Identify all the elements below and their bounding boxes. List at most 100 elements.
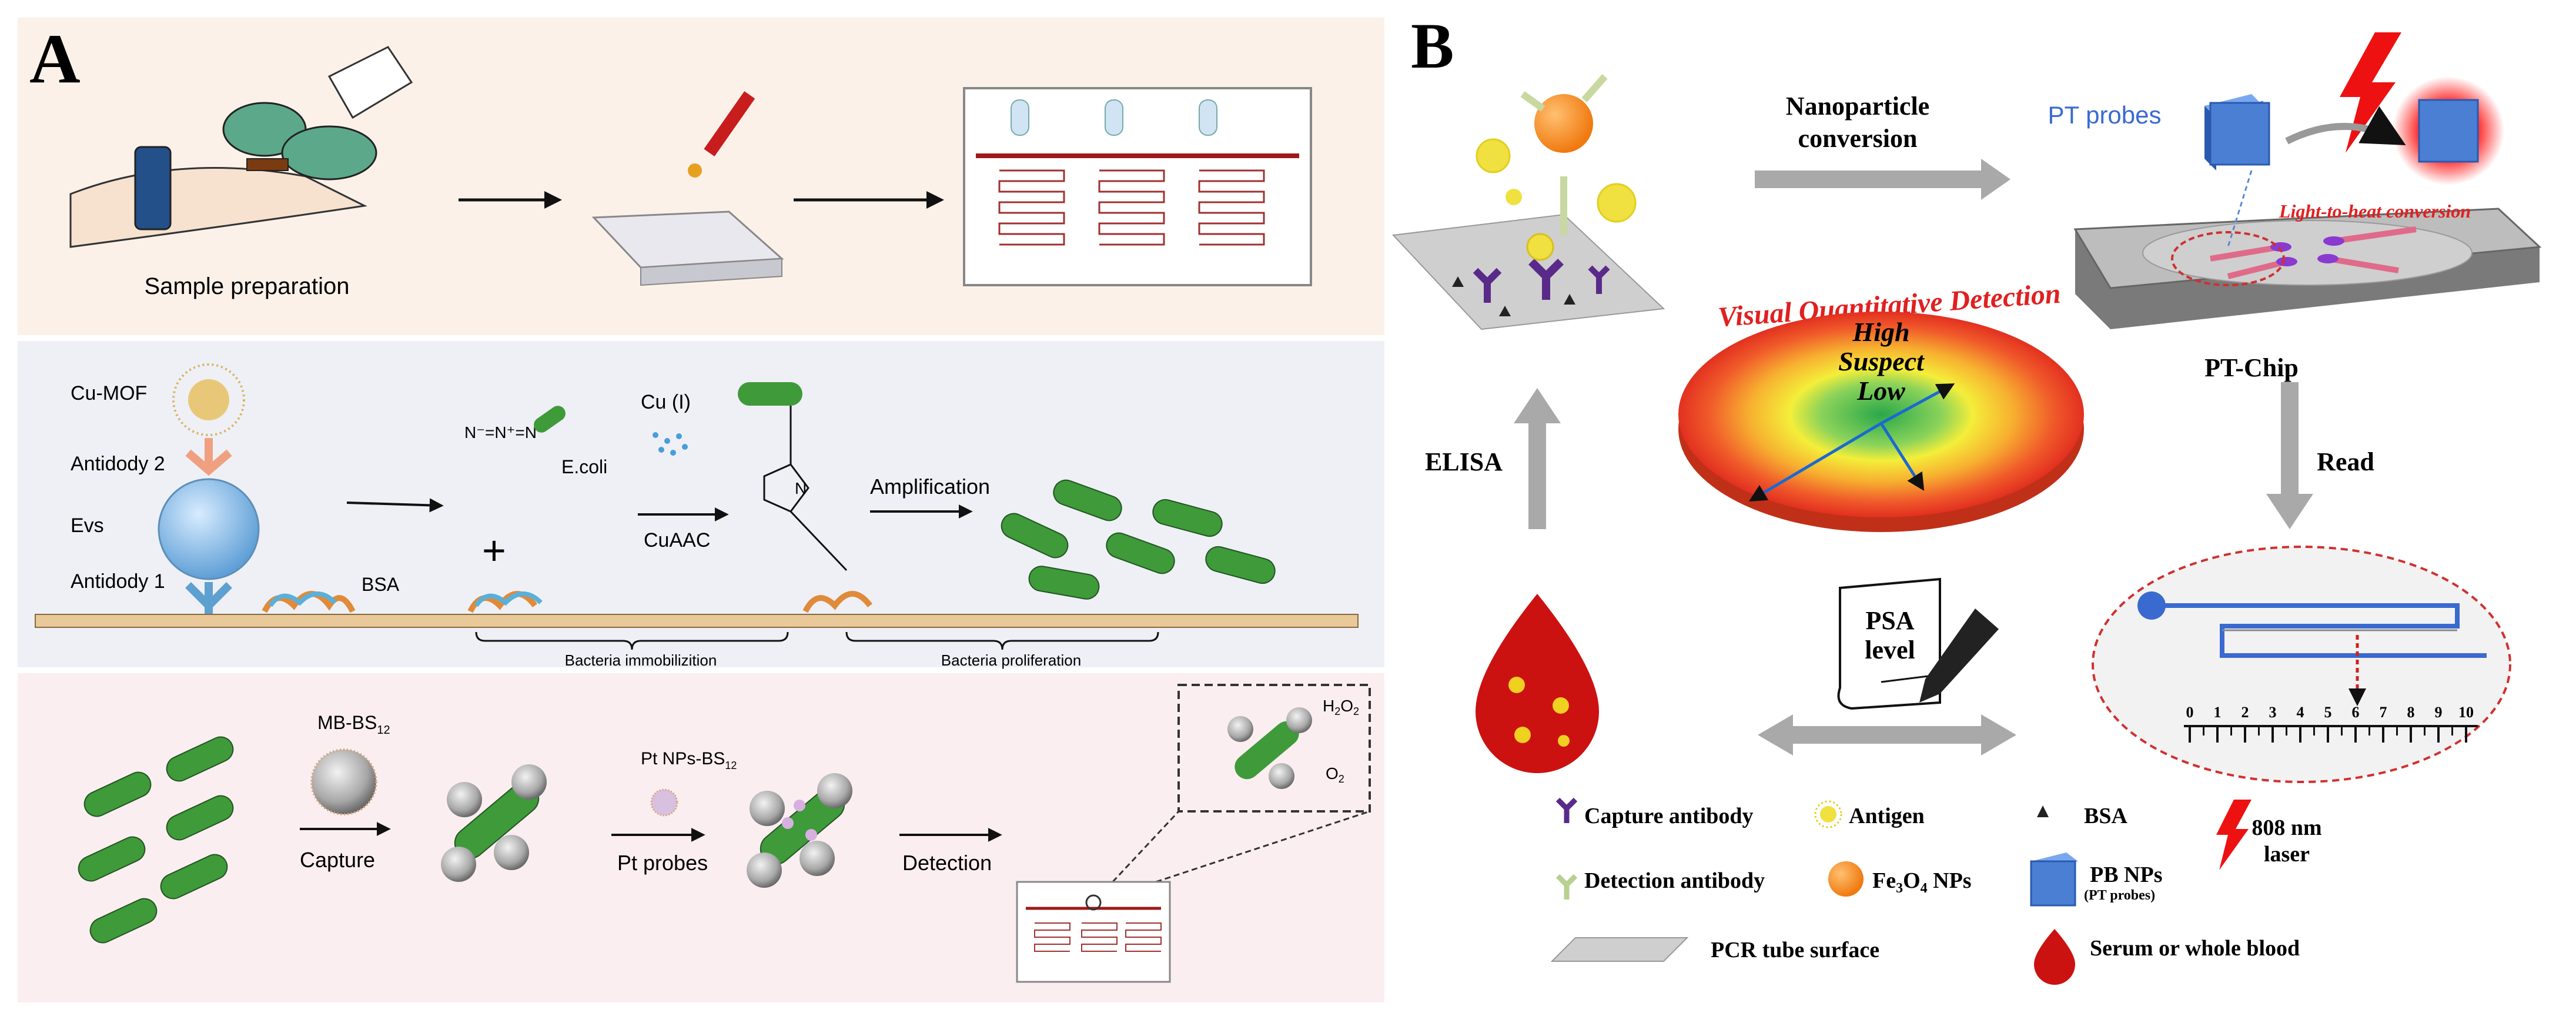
cu-i-label: Cu (I): [641, 391, 691, 413]
light-to-heat-label: Light-to-heat conversion: [2279, 200, 2471, 222]
read-label: Read: [2317, 447, 2374, 476]
pcr-surface-icon: [1550, 937, 1689, 962]
psa-scroll: [1837, 577, 1999, 710]
h2o2-label: H2O2: [1323, 697, 1359, 717]
bsa-protein: [262, 591, 356, 613]
serum-drop-icon: [2034, 929, 2075, 985]
magnetic-bead: [310, 748, 377, 815]
arrow-nanoparticle-conversion: [1755, 159, 2010, 200]
heated-cube: [2418, 99, 2479, 163]
target-pointer-arrows: [1748, 383, 1955, 502]
ruler-tick-label: 10: [2458, 704, 2474, 721]
bracket-proliferation: [845, 631, 1159, 650]
legend: Capture antibody Antigen BSA 808 nm lase…: [1550, 797, 2322, 985]
bsa-label: BSA: [362, 574, 400, 595]
cu-mof-evs-sandwich: [158, 363, 260, 614]
antigen-icon: [1814, 800, 1842, 828]
legend-pb-nps: PB NPs: [2090, 862, 2163, 887]
evs-label: Evs: [71, 514, 104, 537]
pt-probe-dashed-link: [2227, 170, 2253, 248]
pb-nps-cube-icon: [2030, 852, 2078, 907]
conversion-arc-arrow: [2285, 106, 2406, 145]
mb-bs12-label: MB-BS12: [317, 712, 390, 737]
ruler-readout-callout: [2092, 546, 2511, 783]
ecoli-bacterium: [534, 406, 566, 433]
arrow-bidirectional: [1758, 714, 2016, 755]
legend-laser-line2: laser: [2264, 842, 2310, 867]
detection-target: [1678, 312, 2084, 517]
readout-chip: [963, 87, 1312, 286]
fe3o4-icon: [1828, 861, 1864, 897]
bsa-alkyne: [467, 591, 543, 613]
pt-chip-wells: [2270, 236, 2344, 266]
amplification-label: Amplification: [870, 474, 990, 499]
ruler-tick-label: 7: [2380, 704, 2387, 721]
antibody1-label: Antidody 1: [71, 570, 165, 593]
panel-b: B Nanoparticle conversion ELISA Read: [1391, 10, 2542, 985]
bacteria-immobilization-label: Bacteria immobilizition: [565, 651, 717, 669]
captured-bacterium: [441, 764, 547, 882]
legend-pcr-surface: PCR tube surface: [1711, 938, 1879, 962]
detection-label: Detection: [902, 851, 992, 875]
azide-label: N⁻=N⁺=N: [464, 423, 537, 442]
laser-icon: [2216, 800, 2252, 870]
nanoparticle-conversion-line2: conversion: [1798, 124, 1918, 153]
substrate-surface: [35, 614, 1359, 628]
detection-antibody-icon: [1555, 874, 1578, 900]
sample-collection-illustration: [69, 46, 413, 248]
pt-nanoparticle: [650, 788, 678, 817]
high-label: High: [1852, 317, 1909, 347]
ruler-tick-label: 1: [2214, 704, 2222, 721]
blood-drop: [1476, 594, 1599, 773]
ruler-tick-label: 5: [2324, 704, 2332, 721]
capture-label: Capture: [300, 848, 375, 872]
ruler-tick-label: 6: [2352, 704, 2360, 721]
laser-bolt: [2340, 32, 2401, 153]
legend-laser-line1: 808 nm: [2252, 815, 2321, 840]
legend-serum: Serum or whole blood: [2090, 936, 2300, 961]
pt-probe-cube-front: [2209, 102, 2270, 166]
pt-nps-bs12-label: Pt NPs-BS12: [641, 749, 737, 771]
sample-preparation-caption: Sample preparation: [144, 273, 349, 299]
legend-fe3o4: Fe3O4 NPs: [1872, 868, 1972, 896]
elisa-sandwich: [1452, 74, 1637, 316]
plus-sign: +: [482, 527, 506, 573]
capture-antibody-icon: [1555, 797, 1578, 823]
probe-labelled-bacterium: [747, 773, 852, 888]
triazole-structure: N: [738, 382, 872, 613]
legend-antigen: Antigen: [1849, 804, 1925, 828]
ruler-tick-label: 3: [2269, 704, 2277, 721]
legend-pb-sub: (PT probes): [2084, 888, 2155, 903]
panel-a: A Sample preparation: [18, 18, 1384, 1002]
psa-line1: PSA: [1865, 606, 1914, 635]
ecoli-label: E.coli: [561, 456, 607, 477]
cuaac-label: CuAAC: [644, 529, 710, 551]
cu-ions-dots: [653, 432, 688, 456]
panel-b-label: B: [1411, 10, 1454, 82]
legend-detection-antibody: Detection antibody: [1584, 868, 1765, 893]
ruler-channel: [2152, 603, 2487, 658]
bacteria-proliferation-label: Bacteria proliferation: [941, 651, 1081, 669]
pt-chip-channels: [2210, 226, 2417, 279]
ruler-tick-label: 9: [2435, 704, 2443, 721]
pen-icon: [1919, 609, 1999, 703]
legend-capture-antibody: Capture antibody: [1584, 804, 1754, 828]
low-label: Low: [1856, 376, 1905, 406]
proliferated-bacteria: [1001, 479, 1276, 600]
bsa-icon: [2037, 805, 2049, 817]
cu-mof-label: Cu-MOF: [71, 382, 147, 404]
pt-probes-label: Pt probes: [617, 851, 708, 875]
suspect-label: Suspect: [1838, 346, 1925, 376]
ruler-tick-label: 2: [2242, 704, 2249, 721]
arrow-elisa-up: [1514, 388, 1561, 529]
pt-chip-label: PT-Chip: [2204, 353, 2299, 382]
legend-bsa: BSA: [2084, 804, 2127, 828]
extracellular-vesicle: [158, 478, 260, 580]
arrow-read-down: [2266, 382, 2313, 529]
elisa-label: ELISA: [1425, 447, 1503, 476]
pcr-tube-surface: [1391, 213, 1665, 330]
blood-antigens: [1508, 677, 1570, 747]
nanoparticle-conversion-line1: Nanoparticle: [1786, 92, 1929, 121]
